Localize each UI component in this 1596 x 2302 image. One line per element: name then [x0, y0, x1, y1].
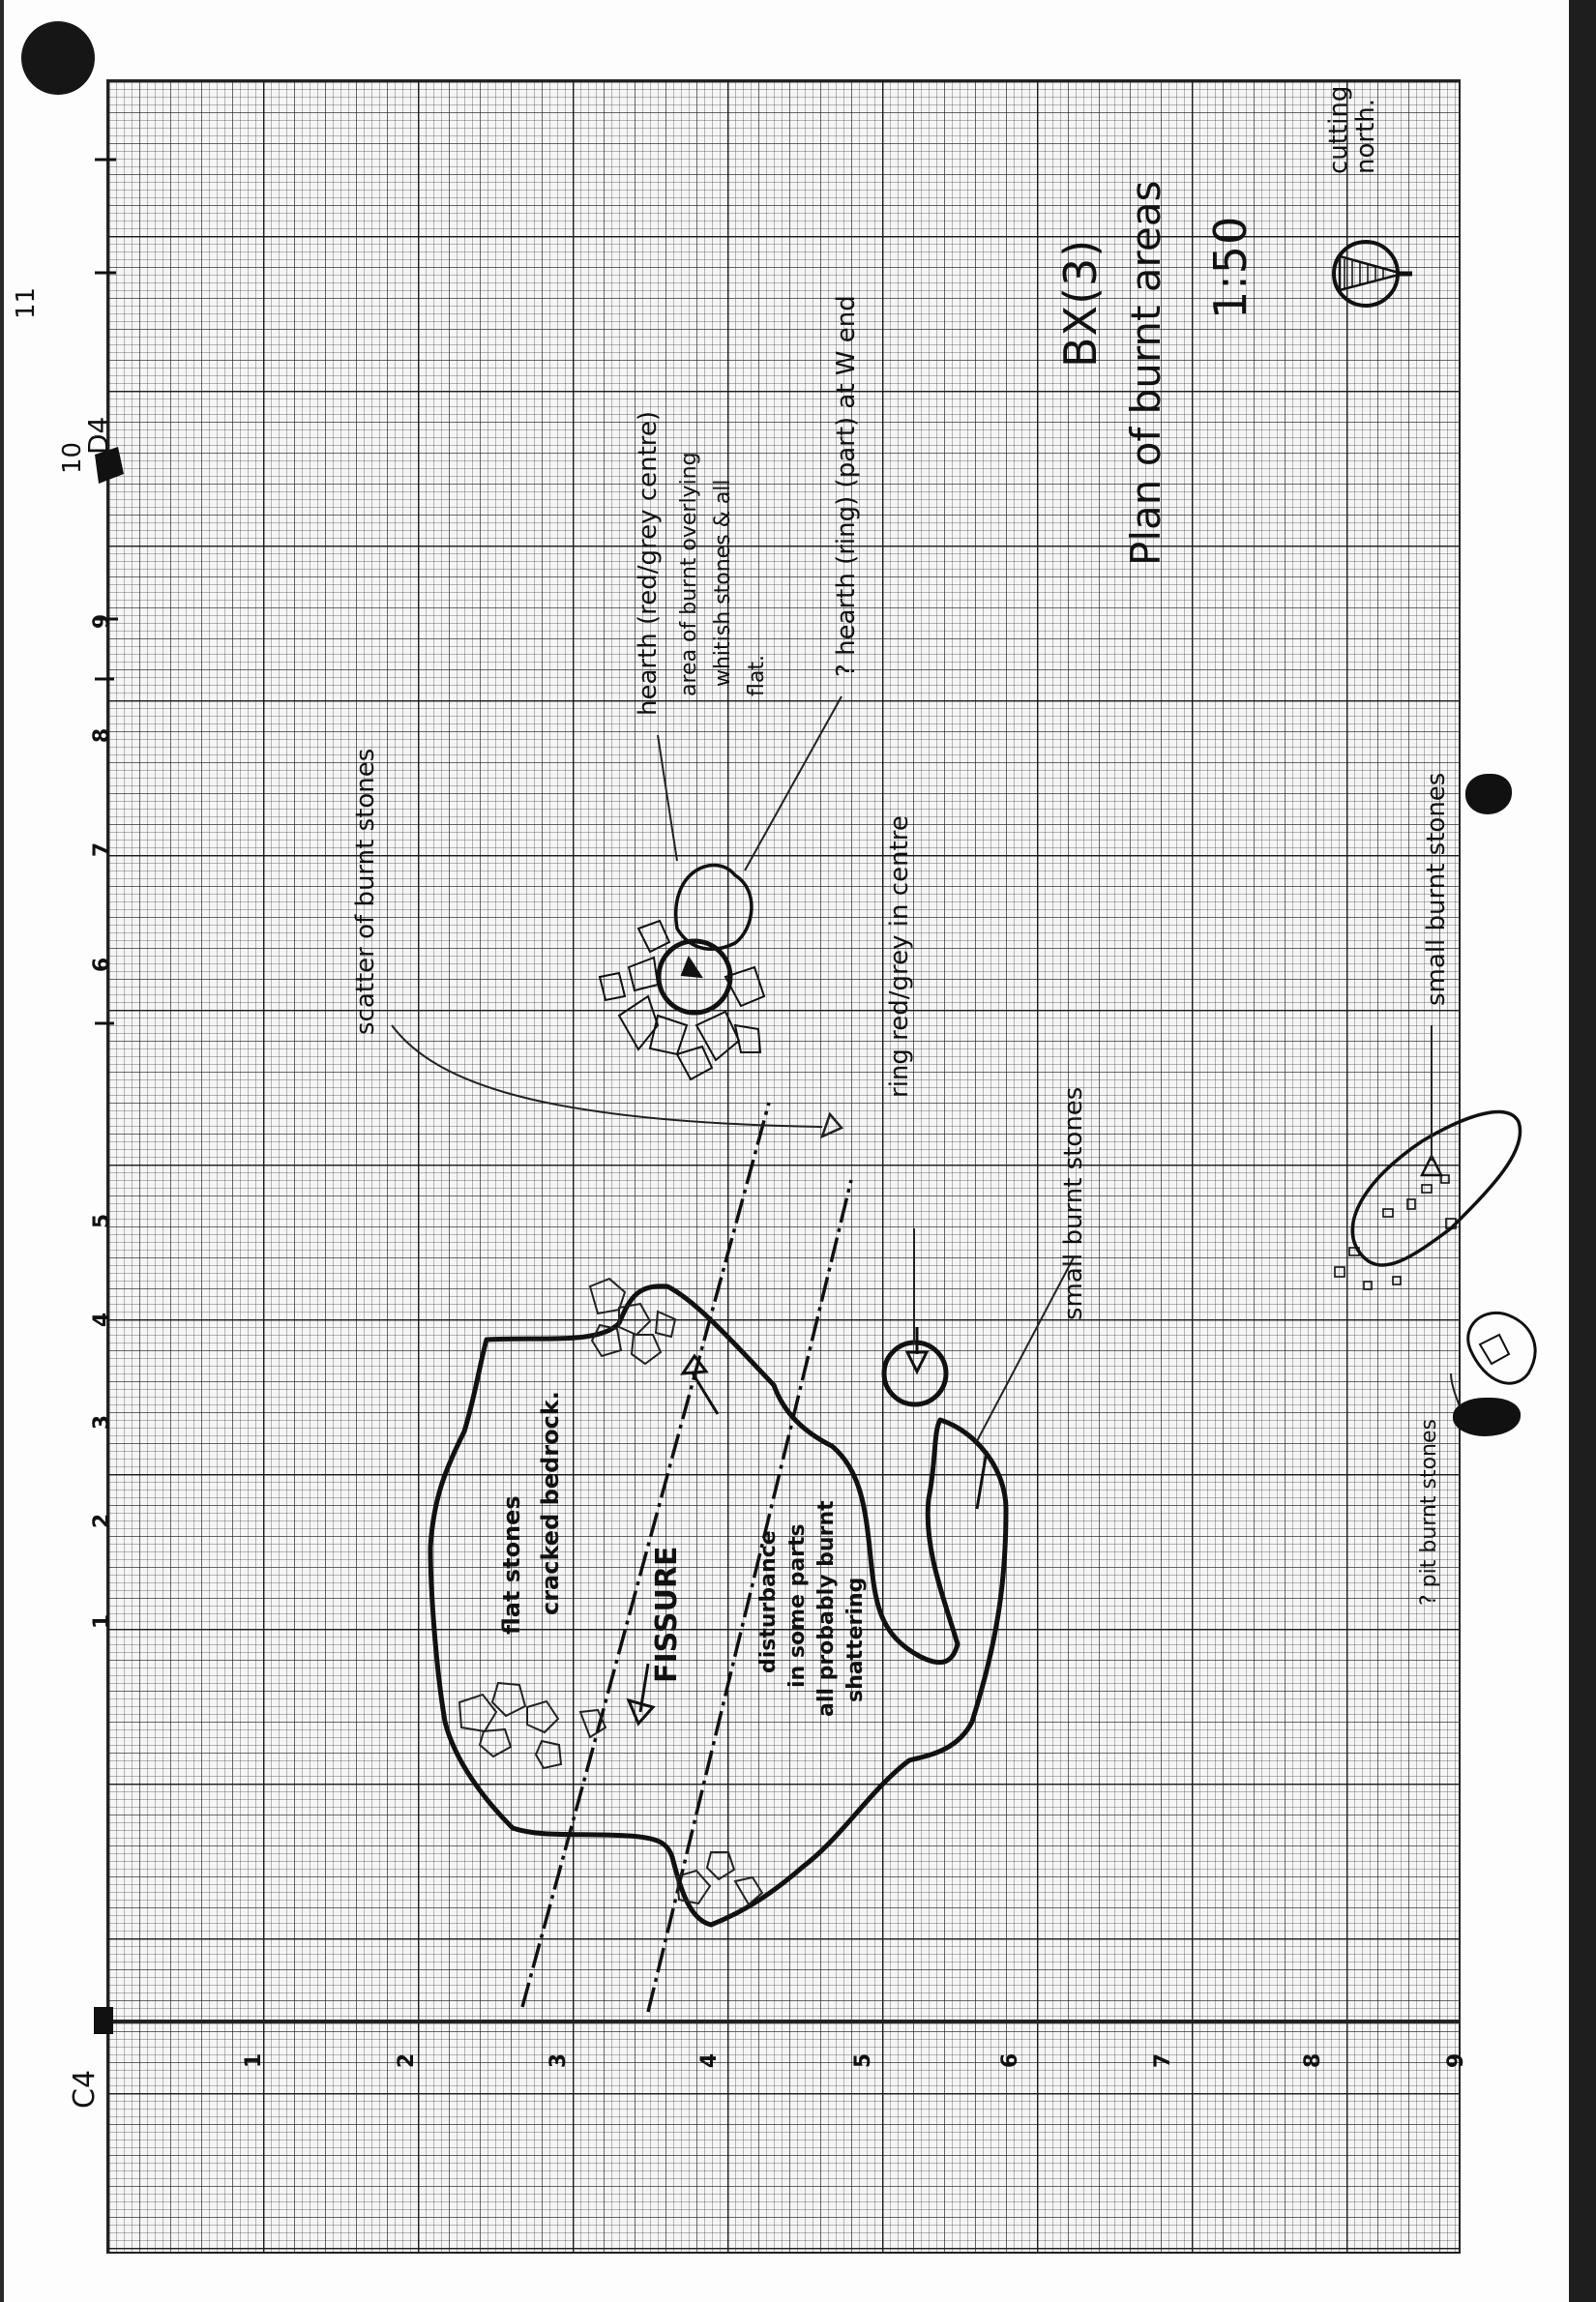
annotation-arrows [626, 1353, 989, 1726]
bottom-axis-label: 4 [697, 2052, 723, 2069]
stone-cluster-south [458, 1681, 764, 1906]
left-axis-label: 4 [90, 1312, 115, 1328]
left-axis-label: 7 [90, 841, 115, 858]
disturbance-line2: in some parts [785, 1523, 810, 1688]
north-label: cutting north. [1324, 85, 1380, 174]
grid-number-10: 10 [58, 441, 87, 474]
title-code: BX(3) [1054, 238, 1107, 368]
north-arrow-icon [1332, 240, 1412, 308]
hearth-label: hearth (red/grey centre) [634, 410, 663, 716]
left-axis-label: 5 [90, 1213, 115, 1229]
ring-label: ring red/grey in centre [885, 815, 914, 1098]
pit-label: ? pit burnt stones [1417, 1419, 1441, 1606]
left-axis-label: 8 [90, 727, 115, 744]
left-axis-label: 6 [90, 957, 115, 973]
main-burnt-area-outline [428, 1284, 1009, 1928]
graph-paper-grid [106, 79, 1461, 2254]
disturbance-line4: shattering [843, 1577, 868, 1702]
datum-marker-c4 [94, 2007, 113, 2034]
plan-title: Plan of burnt areas [1122, 180, 1169, 566]
stone-cluster-north [588, 1277, 677, 1366]
datum-c4-label: C4 [68, 2069, 102, 2109]
scan-edge-left [0, 0, 4, 2302]
left-axis-label: 3 [90, 1414, 115, 1431]
ring-arrow [904, 1327, 930, 1375]
small-burnt-stones-oval [1334, 1109, 1522, 1290]
bottom-axis-label: 1 [242, 2052, 267, 2069]
fissure-lines [520, 1102, 853, 2013]
flat-stones-line1: flat stones [498, 1495, 525, 1635]
bottom-axis-label: 5 [851, 2052, 876, 2069]
disturbance-line1: disturbance [756, 1530, 781, 1673]
hearth-area-line1: area of burnt overlying [677, 452, 701, 696]
left-axis-label: 9 [90, 613, 115, 630]
hearth-area-line3: flat. [745, 655, 769, 696]
bottom-axis-label: 8 [1301, 2052, 1326, 2069]
fissure-label: FISSURE [650, 1546, 684, 1683]
left-axis-label: 1 [90, 1613, 115, 1630]
bottom-axis-label: 9 [1444, 2052, 1469, 2069]
small-burnt-stones-label-1: small burnt stones [1059, 1086, 1088, 1320]
hearth-area-line2: whitish stones & all [711, 479, 735, 687]
leader-lines [391, 695, 1466, 1442]
bottom-axis-label: 7 [1151, 2052, 1176, 2069]
bottom-axis-label: 3 [547, 2052, 572, 2069]
small-burnt-stones-label-2: small burnt stones [1422, 772, 1451, 1006]
bottom-axis-label: 2 [395, 2052, 420, 2069]
grid-number-11: 11 [12, 286, 41, 319]
ink-blot [1453, 1398, 1521, 1436]
left-axis-label: 2 [90, 1513, 115, 1529]
hearth-feature [598, 863, 766, 1081]
punch-hole [21, 21, 95, 95]
bottom-axis-label: 6 [998, 2052, 1023, 2069]
hearth-ring-label: ? hearth (ring) (part) at W end [832, 295, 861, 677]
pit-feature [1466, 1311, 1537, 1385]
datum-marker-d4 [95, 447, 124, 484]
scan-edge-right [1569, 0, 1596, 2302]
scatter-label: scatter of burnt stones [351, 748, 380, 1035]
disturbance-line3: all probably burnt [814, 1500, 839, 1717]
flat-stones-line2: cracked bedrock. [537, 1391, 564, 1615]
ink-blot [1465, 774, 1512, 814]
scale-label: 1:50 [1204, 215, 1256, 319]
left-axis-ticks [95, 158, 118, 1025]
